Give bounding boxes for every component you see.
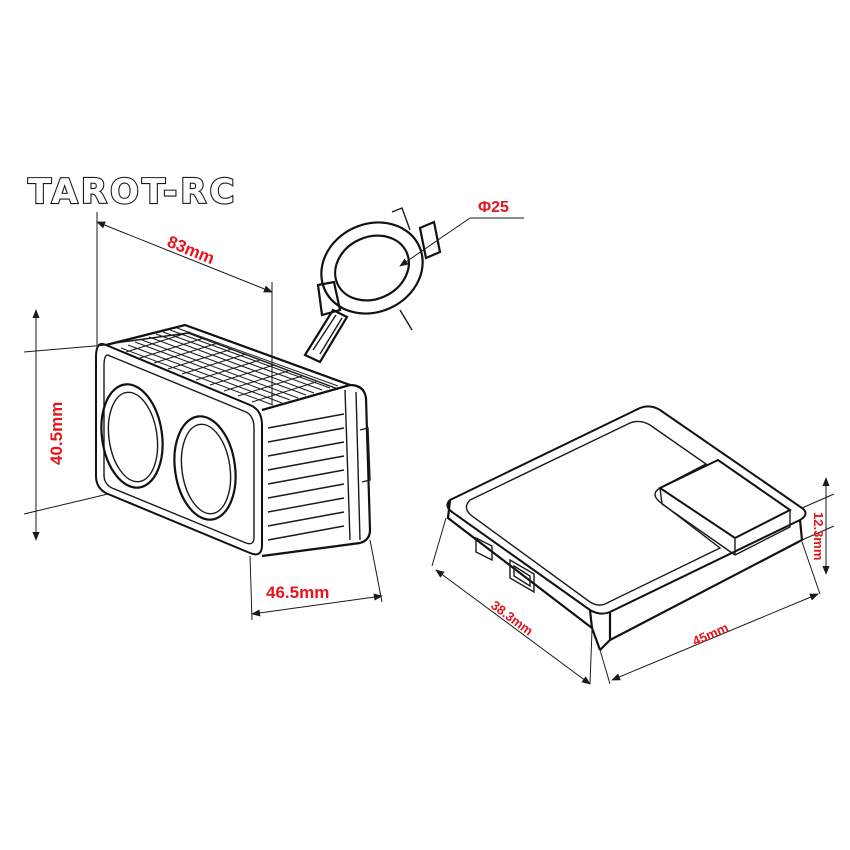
dim-module-width-label: 45mm bbox=[690, 620, 730, 649]
dim-module-height-label: 12.3mm bbox=[811, 512, 826, 560]
sensor-lens-right-inner bbox=[180, 423, 232, 515]
sensor-top-ribs bbox=[125, 331, 317, 403]
sensor-lens-right bbox=[173, 415, 237, 521]
dim-width-label: 46.5mm bbox=[266, 583, 329, 602]
dim-height: 40.5mm bbox=[23, 309, 109, 541]
sensor-side-face bbox=[261, 383, 372, 558]
module-button-side bbox=[659, 487, 791, 556]
module-port-1 bbox=[475, 536, 493, 562]
module-right-side bbox=[599, 519, 804, 651]
sensor-side-tab bbox=[359, 427, 371, 483]
sensor-front-face bbox=[95, 342, 263, 556]
sensor-body bbox=[95, 207, 442, 558]
dim-length-label: 83mm bbox=[165, 232, 218, 268]
dim-height-label: 40.5mm bbox=[47, 402, 66, 465]
clamp-ring-outer bbox=[320, 221, 424, 315]
sensor-front-rim bbox=[103, 354, 255, 545]
sensor-side-band bbox=[344, 389, 361, 541]
module-box bbox=[446, 405, 807, 651]
mount-arm bbox=[303, 308, 349, 364]
sensor-lens-left-inner bbox=[107, 391, 159, 483]
brand-logo-text: TAROT-RC bbox=[28, 172, 237, 212]
clamp-lug-right bbox=[418, 220, 442, 260]
module-top-recess bbox=[465, 420, 722, 606]
dim-module-height: 12.3mm bbox=[801, 477, 835, 575]
mount-arm-slot bbox=[312, 314, 343, 355]
clamp-ring-inner bbox=[334, 234, 410, 302]
clamp-lug-left bbox=[316, 280, 342, 317]
dim-module-depth-label: 38.3mm bbox=[488, 597, 536, 638]
dim-clamp-diameter: Φ25 bbox=[399, 199, 524, 267]
dim-width: 46.5mm bbox=[249, 539, 383, 621]
brand-logo: TAROT-RC bbox=[27, 171, 237, 213]
dim-clamp-diameter-label: Φ25 bbox=[478, 199, 509, 216]
sensor-side-fins bbox=[267, 413, 345, 541]
sensor-lens-left bbox=[100, 383, 164, 489]
clamp-lug-top bbox=[391, 207, 413, 331]
